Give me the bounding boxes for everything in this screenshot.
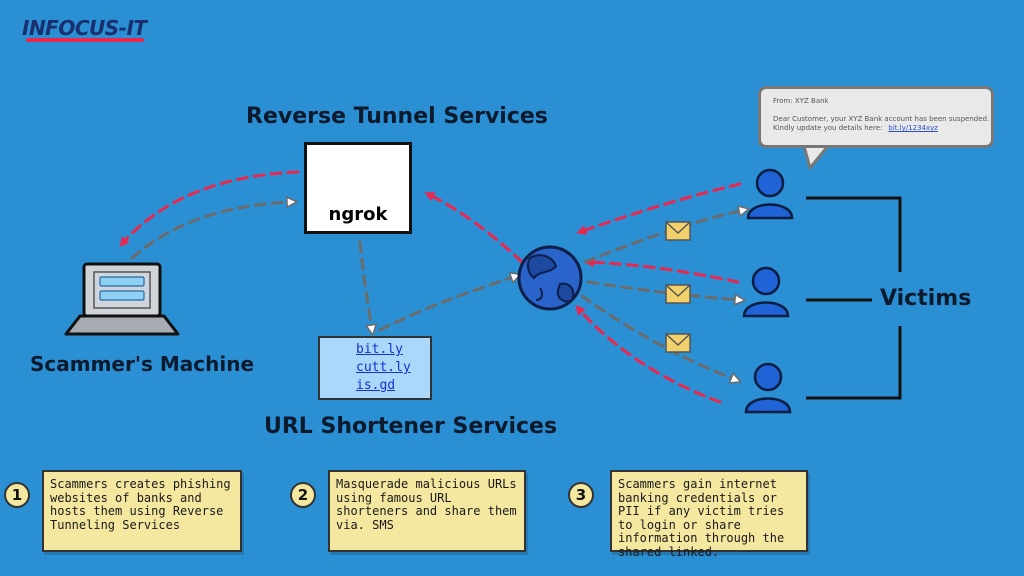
arrow-globe-to-victim2 (586, 280, 740, 300)
arrow-tunnel-to-scammer (119, 170, 300, 248)
logo: INFOCUS-IT (22, 16, 150, 48)
arrow-victim1-to-globe (576, 182, 742, 235)
step-number-1: 1 (4, 482, 30, 508)
step-number-2: 2 (290, 482, 316, 508)
step-number-3: 3 (568, 482, 594, 508)
bubble-tail (802, 144, 830, 170)
arrow-globe-to-tunnel (424, 192, 524, 264)
url-shortener-box: bit.ly cutt.ly is.gd (318, 336, 432, 400)
step-note-2: Masquerade malicious URLs using famous U… (328, 470, 526, 552)
arrow-tunnel-to-url (358, 240, 372, 330)
user-icon (746, 168, 794, 220)
sms-bubble: From: XYZ Bank Dear Customer, your XYZ B… (758, 86, 994, 148)
arrow-victim2-to-globe (584, 257, 740, 284)
arrow-url-to-globe (378, 276, 516, 332)
laptop-icon (64, 262, 180, 336)
sms-line1: Dear Customer, your XYZ Bank account has… (773, 115, 990, 123)
logo-text: INFOCUS-IT (22, 16, 147, 40)
step-note-3: Scammers gain internet banking credentia… (610, 470, 808, 558)
url-shortener-title: URL Shortener Services (264, 414, 558, 439)
envelope-icon (665, 284, 691, 304)
url-link-cuttly[interactable]: cutt.ly (356, 360, 411, 375)
victims-bracket (806, 196, 902, 400)
sms-link[interactable]: bit.ly/1234xyz (888, 124, 938, 132)
user-icon (744, 362, 792, 414)
envelope-icon (665, 333, 691, 353)
arrow-globe-to-victim3 (580, 294, 736, 380)
arrow-globe-to-victim1 (583, 210, 744, 264)
victims-title: Victims (880, 286, 972, 311)
url-link-isgd[interactable]: is.gd (356, 378, 396, 393)
scammer-machine-title: Scammer's Machine (30, 352, 255, 376)
sms-from: From: XYZ Bank (773, 97, 829, 105)
envelope-icon (665, 221, 691, 241)
arrow-scammer-to-tunnel (130, 202, 292, 260)
url-link-bitly[interactable]: bit.ly (356, 342, 403, 357)
arrow-victim3-to-globe (575, 304, 722, 404)
sms-line2-wrap: Kindly update you details here: bit.ly/12… (773, 124, 938, 132)
reverse-tunnel-box: ngrok (304, 142, 412, 234)
reverse-tunnel-title: Reverse Tunnel Services (246, 104, 548, 129)
ngrok-label: ngrok (328, 204, 388, 225)
globe-icon (517, 245, 583, 311)
step-note-1: Scammers creates phishing websites of ba… (42, 470, 242, 552)
sms-line2: Kindly update you details here: (773, 124, 883, 132)
user-icon (742, 266, 790, 318)
